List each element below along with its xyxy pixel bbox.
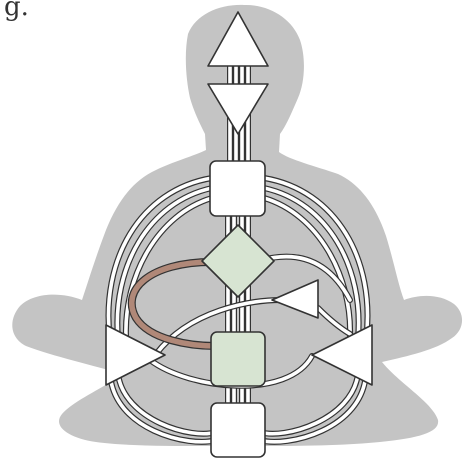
root-center (211, 403, 265, 457)
sacral-center (211, 332, 265, 386)
throat-center (210, 161, 265, 216)
